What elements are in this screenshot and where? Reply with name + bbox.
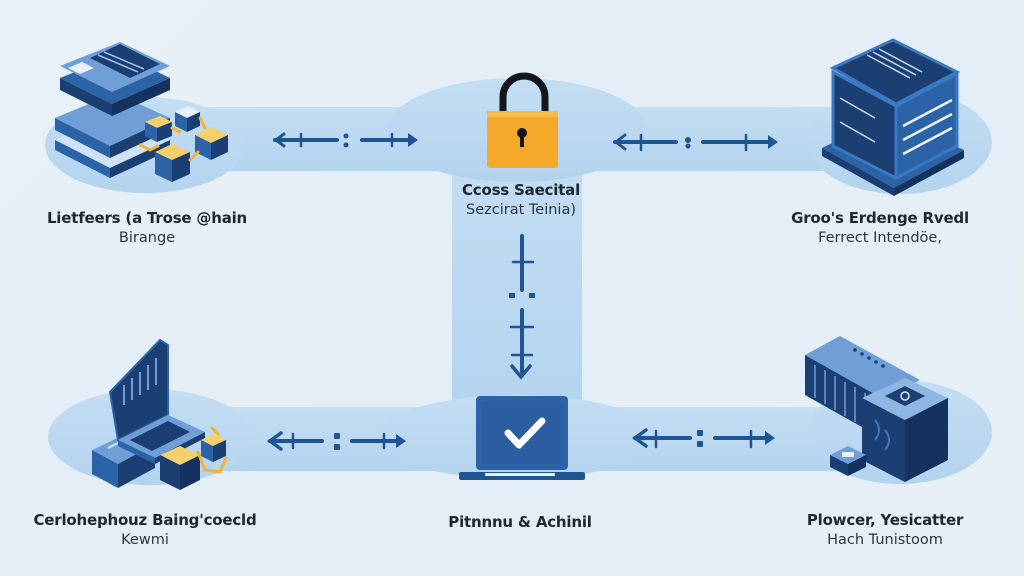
node-subtitle: Kewmi <box>121 532 169 548</box>
node-label-bottom-left: Cerlohephouz Baing'coecld Kewmi <box>33 510 256 550</box>
laptop-checkmark-icon <box>459 396 585 480</box>
node-subtitle: Ferrect Intendöe, <box>818 230 942 246</box>
laptop-with-blockchain-blocks-icon <box>92 338 228 490</box>
node-title: Plowcer, Yesicatter <box>806 511 964 529</box>
node-label-top-center: Ccoss Saecital Sezcirat Teinia) <box>462 180 580 220</box>
edge-bottom-left-center <box>267 431 406 451</box>
node-subtitle: Sezcirat Teinia) <box>466 202 576 218</box>
server-stack-with-blockchain-blocks-icon <box>55 42 228 182</box>
edge-top-left-center <box>273 132 418 148</box>
separator-dot <box>334 433 340 439</box>
separator-dot <box>685 137 691 143</box>
padlock-icon <box>487 72 558 168</box>
node-label-top-left: Lietfeers (a Trose @hain Birange <box>47 208 247 248</box>
server-rack-with-chip-icon <box>805 336 948 482</box>
node-title: Lietfeers (a Trose @hain <box>46 209 248 227</box>
edge-bottom-center-right <box>632 428 775 449</box>
node-subtitle: Hach Tunistoom <box>827 532 943 548</box>
node-subtitle: Birange <box>118 230 176 246</box>
node-title: Pitnnnu & Achinil <box>448 513 592 531</box>
node-label-bottom-right: Plowcer, Yesicatter Hach Tunistoom <box>806 510 964 550</box>
separator-dot <box>697 430 703 436</box>
band-vertical <box>452 150 582 430</box>
node-label-bottom-center: Pitnnnu & Achinil <box>448 512 592 532</box>
node-title: Groo's Erdenge Rvedl <box>791 209 969 227</box>
edge-vertical-down <box>509 234 535 380</box>
edge-top-center-right <box>613 133 778 152</box>
separator-dot <box>343 133 349 139</box>
node-title: Cerlohephouz Baing'coecld <box>33 511 257 529</box>
node-label-top-right: Groo's Erdenge Rvedl Ferrect Intendöe, <box>791 208 969 248</box>
server-cube-icon <box>822 38 964 196</box>
node-title: Ccoss Saecital <box>461 181 581 199</box>
separator-dot <box>509 293 515 298</box>
